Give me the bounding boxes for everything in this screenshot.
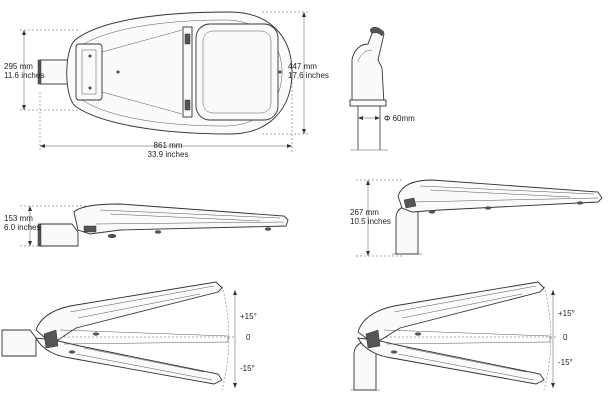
top-view	[20, 11, 310, 152]
pole-mount-view	[356, 179, 603, 257]
tilt-view-left	[1, 281, 237, 391]
dim-861-label: 861 mm 33.9 inches	[138, 141, 198, 159]
tilt-right-plus: +15°	[558, 309, 575, 318]
spigot-detail	[349, 27, 388, 151]
dim-861-inches: 33.9 inches	[147, 150, 189, 159]
tilt-right-zero: 0	[563, 333, 568, 342]
tilt-left-plus: +15°	[240, 312, 257, 321]
diameter-label: Φ 60mm	[384, 114, 415, 123]
dim-295-mm: 295 mm	[4, 62, 33, 71]
tilt-view-right	[350, 281, 556, 391]
dim-295-inches: 11.6 inches	[4, 71, 45, 80]
dim-267-label: 267 mm 10.5 inches	[350, 208, 391, 226]
tilt-left-minus: -15°	[240, 364, 255, 373]
dim-295-label: 295 mm 11.6 inches	[4, 62, 44, 80]
dim-447-mm: 447 mm	[288, 62, 317, 71]
dim-447-label: 447 mm 17.6 inches	[288, 62, 329, 80]
dim-267-inches: 10.5 inches	[350, 217, 391, 226]
side-view	[20, 203, 289, 247]
dim-153-inches: 6.0 inches	[4, 223, 41, 232]
dim-153-label: 153 mm 6.0 inches	[4, 214, 40, 232]
tilt-right-minus: -15°	[558, 358, 573, 367]
dim-153-mm: 153 mm	[4, 214, 33, 223]
dim-267-mm: 267 mm	[350, 208, 379, 217]
tilt-left-zero: 0	[246, 333, 251, 342]
dim-447-inches: 17.6 inches	[288, 71, 329, 80]
dim-861-mm: 861 mm	[153, 141, 183, 150]
